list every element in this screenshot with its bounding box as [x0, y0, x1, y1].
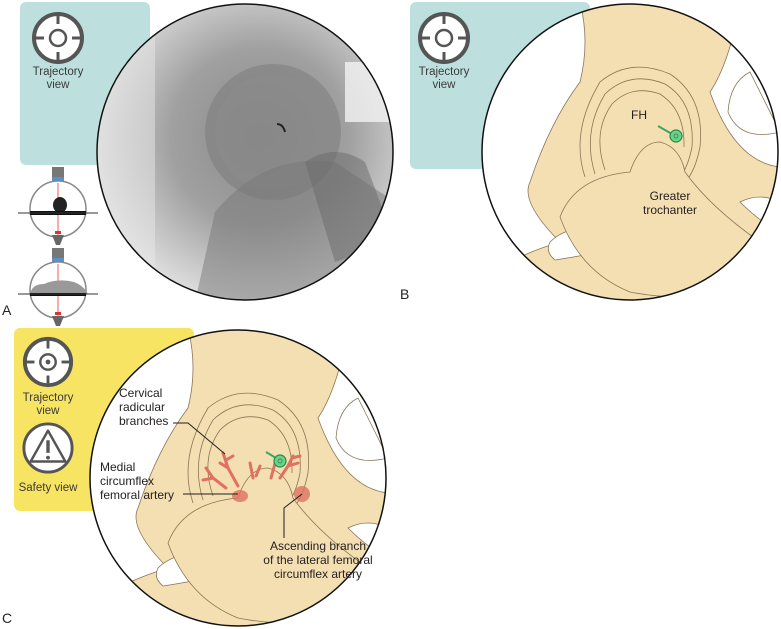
label-fh: FH: [631, 108, 647, 122]
safety-view-label: Safety view: [18, 482, 78, 494]
trajectory-view-icon: [32, 12, 84, 64]
medial-artery: [232, 490, 248, 502]
label-line: view: [46, 79, 70, 91]
annotation-line: circumflex artery: [273, 567, 362, 581]
annotation-line: circumflex: [100, 474, 155, 488]
annotation-ascending-branch: Ascending branch of the lateral femoral …: [228, 539, 408, 581]
fluoroscopy-image: [96, 3, 394, 301]
label-greater-trochanter: Greater trochanter: [620, 189, 720, 217]
label-line: view: [36, 405, 60, 417]
label-line: Trajectory: [22, 392, 74, 404]
hip-illustration-c: [89, 329, 387, 627]
panel-letter-b: B: [400, 286, 410, 302]
c-arm-ap-diagram: [18, 167, 98, 245]
c-arm-lateral-diagram: [18, 248, 98, 326]
annotation-line: Cervical: [119, 386, 163, 400]
annotation-line: Ascending branch: [269, 539, 367, 553]
label-line: trochanter: [642, 203, 698, 217]
safety-warning-icon: [22, 422, 74, 474]
trajectory-view-label: Trajectory view: [8, 392, 88, 418]
trajectory-view-icon: [418, 12, 470, 64]
needle-icon: [657, 125, 683, 143]
annotation-line: branches: [119, 414, 169, 428]
leader-lines: [173, 422, 303, 538]
annotation-cervical-radicular-branches: Cervical radicular branches: [119, 386, 168, 428]
trajectory-view-label: Trajectory view: [18, 66, 98, 92]
panel-letter-a: A: [2, 302, 12, 318]
label-line: view: [432, 79, 456, 91]
annotation-medial-circumflex-femoral-artery: Medial circumflex femoral artery: [100, 460, 174, 502]
needle-icon: [265, 451, 287, 468]
trajectory-view-icon: [22, 336, 74, 388]
label-line: Trajectory: [418, 66, 470, 78]
annotation-line: radicular: [119, 400, 166, 414]
annotation-line: of the lateral femoral: [263, 553, 373, 567]
annotation-line: femoral artery: [100, 488, 175, 502]
trajectory-view-label: Trajectory view: [404, 66, 484, 92]
annotation-line: Medial: [100, 460, 136, 474]
hip-illustration-b: [481, 3, 779, 301]
label-line: Trajectory: [32, 66, 84, 78]
panel-letter-c: C: [2, 610, 13, 626]
label-line: Greater: [649, 189, 691, 203]
